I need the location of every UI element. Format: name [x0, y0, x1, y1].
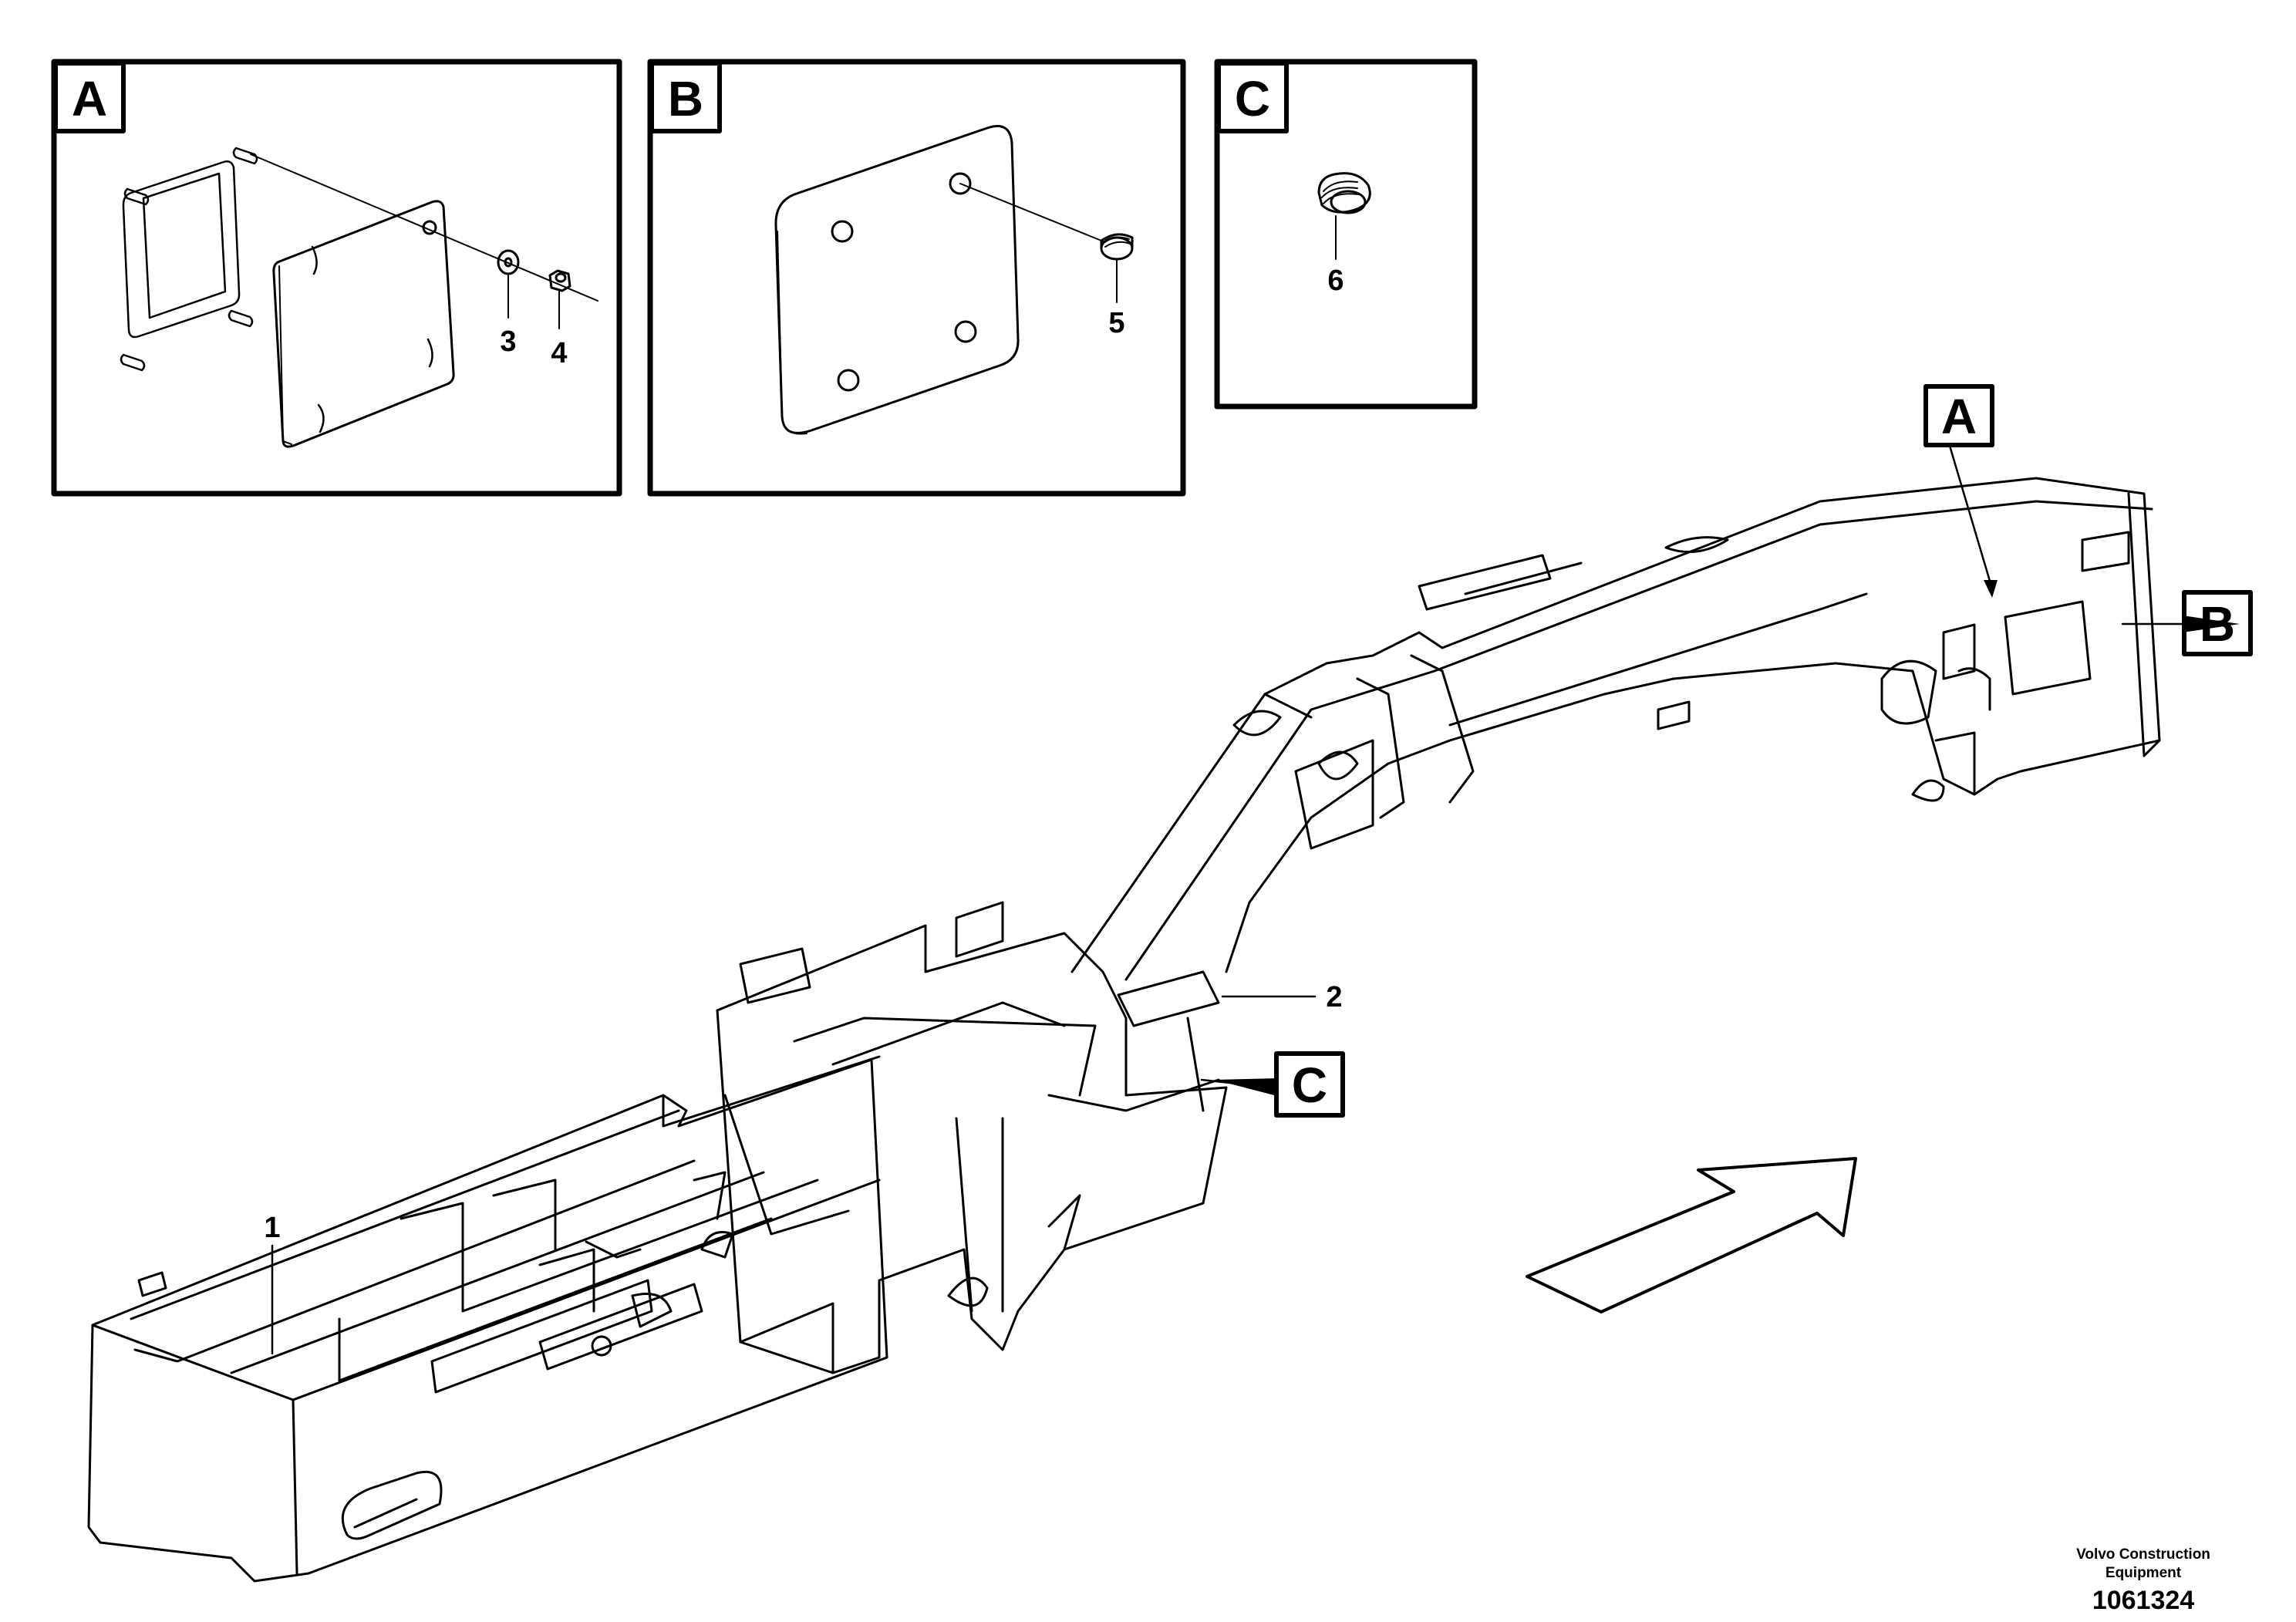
footer-brand: Volvo Construction Equipment — [2076, 1546, 2210, 1581]
leader-ref-a — [1948, 444, 1993, 588]
detail-c-letter: C — [1235, 71, 1270, 126]
callout-6: 6 — [1327, 265, 1344, 297]
detail-b-letter: B — [668, 71, 703, 126]
frame-assembly — [87, 477, 2161, 1583]
callout-5: 5 — [1108, 307, 1124, 339]
assembly-line-b — [959, 183, 1106, 243]
plug-c — [1317, 172, 1371, 214]
dowel-pins — [120, 147, 258, 372]
detail-view-a — [51, 59, 622, 497]
cover-plate — [272, 200, 455, 448]
ref-box-a — [1923, 384, 1994, 447]
ref-box-c — [1274, 1051, 1345, 1118]
rear-frame — [87, 1055, 888, 1583]
detail-view-b — [647, 59, 1186, 497]
pointer-arrowheads — [1215, 580, 2240, 1095]
callout-1: 1 — [264, 1212, 280, 1244]
ref-box-b — [2182, 590, 2253, 656]
drawing-number: 1061324 — [2092, 1586, 2195, 1615]
callout-2: 2 — [1326, 981, 1342, 1013]
detail-a-letter: A — [72, 71, 107, 126]
detail-a-letter-box — [53, 61, 126, 133]
detail-a-frame — [51, 59, 622, 497]
ref-c-arrowhead — [1215, 1078, 1276, 1095]
ref-letter-a: A — [1941, 389, 1977, 444]
detail-b-letter-box — [649, 61, 722, 133]
detail-c-letter-box — [1216, 61, 1289, 133]
detail-c-frame — [1214, 59, 1478, 410]
callout-4: 4 — [551, 337, 567, 369]
ref-a-arrowhead — [1984, 580, 1998, 598]
detail-b-frame — [647, 59, 1186, 497]
cover-gasket — [122, 160, 241, 339]
ref-letter-b: B — [2200, 596, 2235, 652]
assembly-line-a — [250, 153, 598, 302]
main-view-leaders — [271, 444, 2184, 1355]
callout-3: 3 — [500, 325, 516, 358]
ref-b-arrowhead — [2183, 615, 2240, 632]
ref-letter-c: C — [1292, 1057, 1327, 1113]
plug-b — [1100, 233, 1134, 261]
direction-arrow — [1526, 1157, 1857, 1313]
nut — [548, 269, 571, 292]
front-frame — [716, 477, 2161, 1374]
detail-view-c — [1214, 59, 1478, 410]
cover-plate-b — [774, 125, 1020, 435]
